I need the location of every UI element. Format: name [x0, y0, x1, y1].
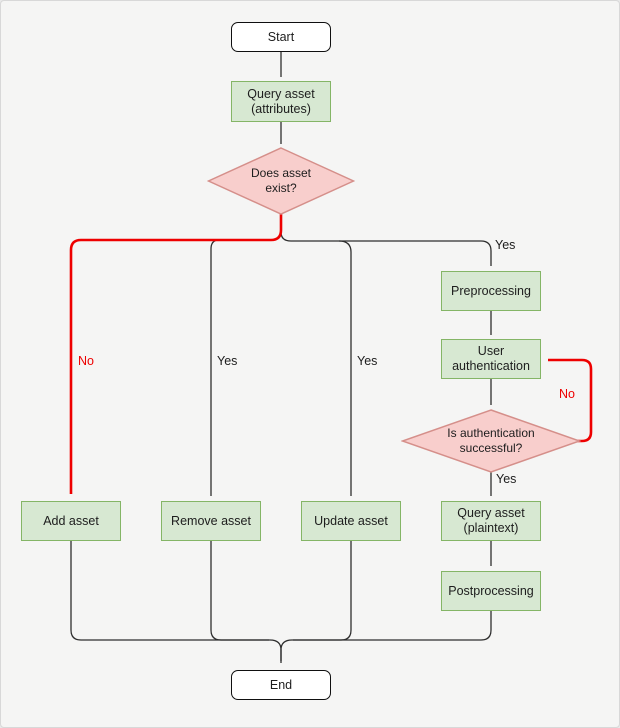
- edge-label-yes-query-plaintext: Yes: [496, 472, 517, 486]
- edge-yes-preprocessing: [280, 231, 492, 266]
- edge-add-end: [70, 541, 282, 661]
- node-asset-exists-decision: Does asset exist?: [207, 147, 355, 215]
- node-postprocessing-label: Postprocessing: [448, 583, 534, 598]
- edge-yes-update: [338, 240, 352, 496]
- edge-label-yes-preprocessing: Yes: [495, 238, 516, 252]
- diamond-shape: [401, 409, 581, 473]
- node-add-asset: Add asset: [21, 501, 121, 541]
- node-query-attributes: Query asset (attributes): [231, 81, 331, 122]
- node-user-auth: User authentication: [441, 339, 541, 379]
- node-remove-asset-label: Remove asset: [171, 513, 251, 528]
- node-query-attributes-line1: Query asset: [247, 86, 315, 101]
- node-query-plaintext-line1: Query asset: [457, 506, 525, 520]
- edge-yes-remove: [210, 239, 227, 496]
- node-asset-exists-label: Does asset exist?: [250, 166, 312, 195]
- edge-no-auth-loop: [548, 358, 593, 443]
- node-user-auth-line1: User: [477, 344, 505, 358]
- node-update-asset: Update asset: [301, 501, 401, 541]
- node-start-label: Start: [267, 29, 295, 44]
- node-query-attributes-line2: (attributes): [251, 101, 311, 116]
- node-remove-asset: Remove asset: [161, 501, 261, 541]
- node-query-plaintext: Query asset (plaintext): [441, 501, 541, 541]
- edge-label-no-auth-loop: No: [559, 387, 575, 401]
- edge-update-end: [280, 541, 352, 651]
- edge-remove-end: [210, 541, 269, 641]
- node-preprocessing: Preprocessing: [441, 271, 541, 311]
- edge-postprocessing-end: [293, 611, 492, 641]
- edge-no-add: [69, 213, 283, 494]
- node-auth-success-label: Is authentication successful?: [447, 426, 535, 455]
- node-preprocessing-label: Preprocessing: [451, 283, 531, 298]
- node-add-asset-label: Add asset: [43, 513, 99, 528]
- diamond-shape: [207, 147, 355, 215]
- node-update-asset-label: Update asset: [314, 513, 388, 528]
- node-postprocessing: Postprocessing: [441, 571, 541, 611]
- node-auth-success-decision: Is authentication successful?: [401, 409, 581, 473]
- node-start: Start: [231, 22, 331, 52]
- edge-label-no-add: No: [78, 354, 94, 368]
- edge-label-yes-update: Yes: [357, 354, 378, 368]
- node-end: End: [231, 670, 331, 700]
- node-query-plaintext-line2: (plaintext): [463, 521, 519, 535]
- node-end-label: End: [269, 677, 293, 692]
- edge-label-yes-remove: Yes: [217, 354, 238, 368]
- node-user-auth-line2: authentication: [452, 359, 530, 373]
